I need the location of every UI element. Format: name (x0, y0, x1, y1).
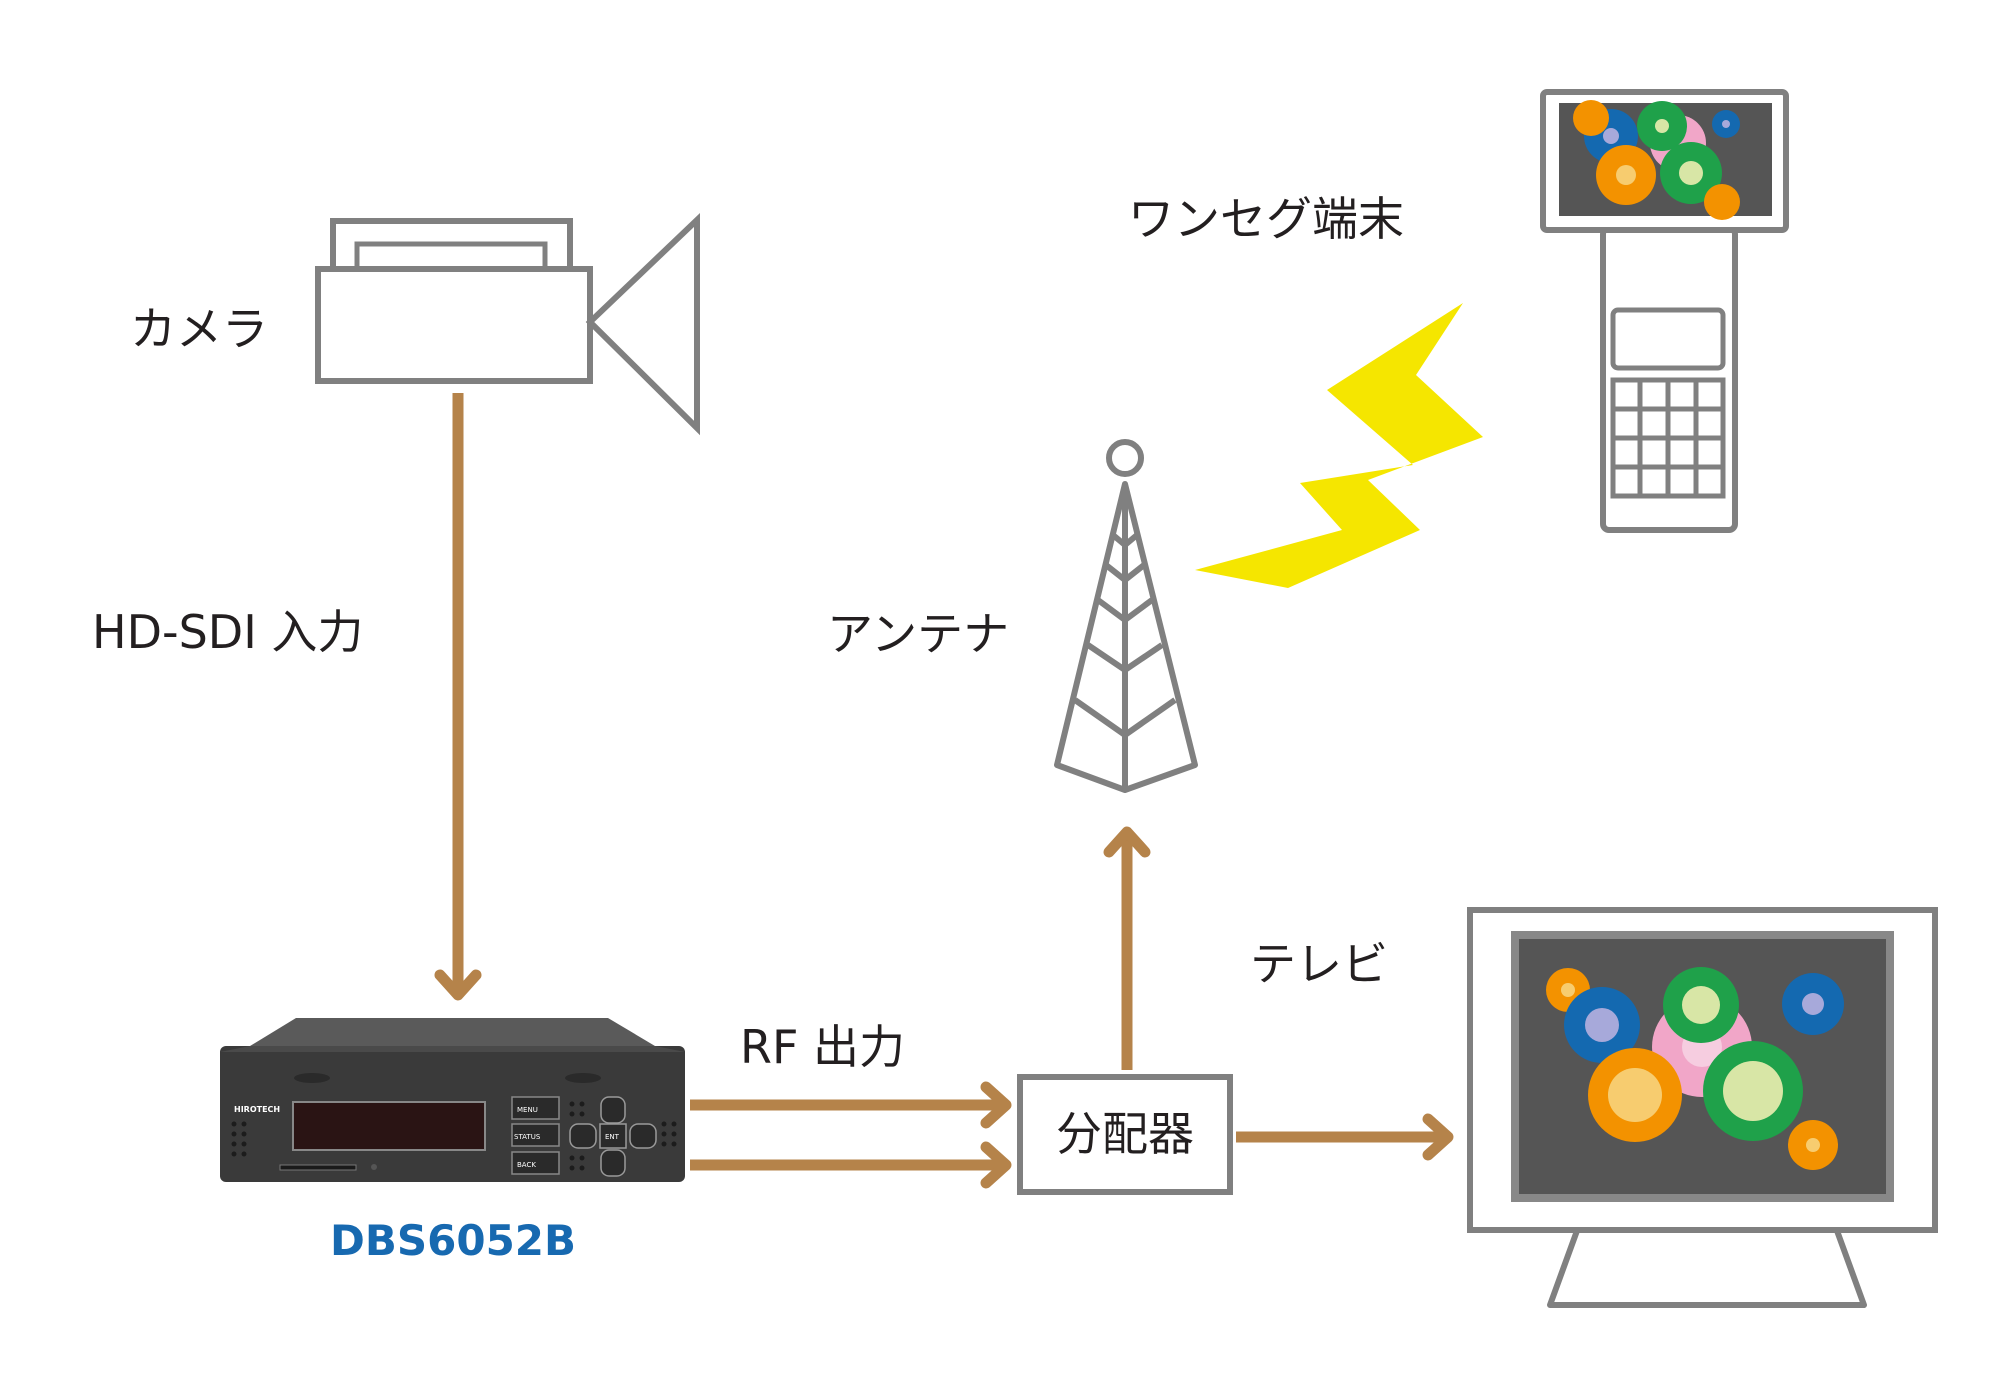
tv-label: テレビ (1250, 937, 1388, 991)
rf-output-arrows (690, 1081, 1012, 1189)
hdsdi-arrow (434, 393, 482, 1001)
antenna-tower-icon (1054, 439, 1198, 793)
splitter-label: 分配器 (1056, 1107, 1194, 1161)
oneseg-terminal-icon (1540, 89, 1789, 533)
device-menu-label: MENU (517, 1106, 538, 1114)
signal-bolt-icon (1195, 303, 1483, 588)
device-status-label: STATUS (514, 1133, 541, 1141)
device-ent-label: ENT (605, 1133, 620, 1141)
tv-arrow (1236, 1113, 1454, 1161)
antenna-arrow (1103, 826, 1151, 1070)
camera-label: カメラ (130, 302, 268, 356)
rf-output-label: RF 出力 (740, 1020, 905, 1074)
encoder-device-icon: HIROTECH MENU STATUS BACK (220, 1018, 685, 1182)
splitter-box (1017, 1074, 1233, 1195)
tv-icon (1467, 907, 1938, 1308)
oneseg-label: ワンセグ端末 (1128, 192, 1404, 246)
antenna-label: アンテナ (827, 607, 1009, 661)
device-brand: HIROTECH (234, 1105, 280, 1114)
model-label: DBS6052B (330, 1216, 576, 1265)
hdsdi-label: HD-SDI 入力 (92, 605, 363, 659)
device-back-label: BACK (517, 1161, 536, 1169)
camera-icon (315, 212, 700, 436)
